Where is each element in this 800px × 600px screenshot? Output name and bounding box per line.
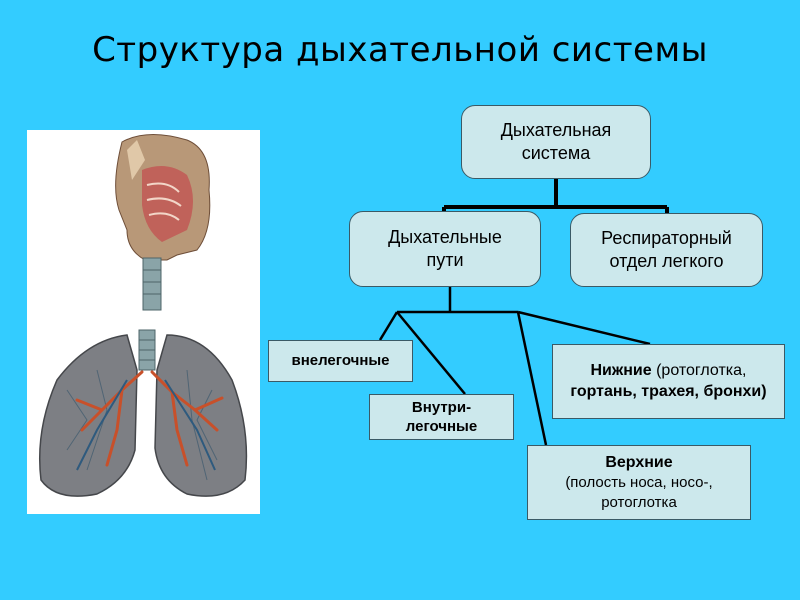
intrapulmonary-label-line2: легочные bbox=[405, 418, 478, 435]
upper-line3: ротоглотка bbox=[601, 493, 677, 511]
intrapulmonary-label-line1: Внутри- bbox=[411, 398, 472, 416]
upper-head: Верхние bbox=[605, 453, 673, 471]
root-label-line2: система bbox=[521, 143, 591, 163]
intrapulmonary-box: Внутри- легочные bbox=[369, 394, 514, 440]
extrapulmonary-label: внелегочные bbox=[291, 352, 390, 370]
lower-head: Нижние bbox=[590, 361, 652, 379]
respiratory-system-anatomy-icon bbox=[38, 133, 248, 497]
upper-airways-box: Верхние (полость носа, носо-, ротоглотка bbox=[527, 445, 751, 520]
root-label-line1: Дыхательная bbox=[500, 119, 612, 140]
root-branch-connector bbox=[442, 179, 669, 215]
upper-line2: (полость носа, носо-, bbox=[565, 474, 713, 492]
page-title: Структура дыхательной системы bbox=[92, 30, 708, 70]
lower-line2: гортань, трахея, бронхи) bbox=[570, 382, 767, 400]
lower-airways-box: Нижние (ротоглотка, гортань, трахея, бро… bbox=[552, 344, 785, 419]
respiratory-section-box: Респираторный отдел легкого bbox=[570, 213, 763, 287]
respiratory-system-illustration bbox=[27, 130, 260, 514]
respiratory-label-line2: отдел легкого bbox=[609, 251, 724, 271]
airways-label-line1: Дыхательные bbox=[388, 226, 502, 247]
extrapulmonary-box: внелегочные bbox=[268, 340, 413, 382]
lower-detail: (ротоглотка, bbox=[656, 361, 747, 379]
respiratory-system-box: Дыхательная система bbox=[461, 105, 651, 179]
airways-box: Дыхательные пути bbox=[349, 211, 541, 287]
respiratory-label-line1: Респираторный bbox=[601, 227, 732, 248]
airways-branch-connector bbox=[378, 287, 651, 446]
airways-label-line2: пути bbox=[426, 250, 464, 270]
